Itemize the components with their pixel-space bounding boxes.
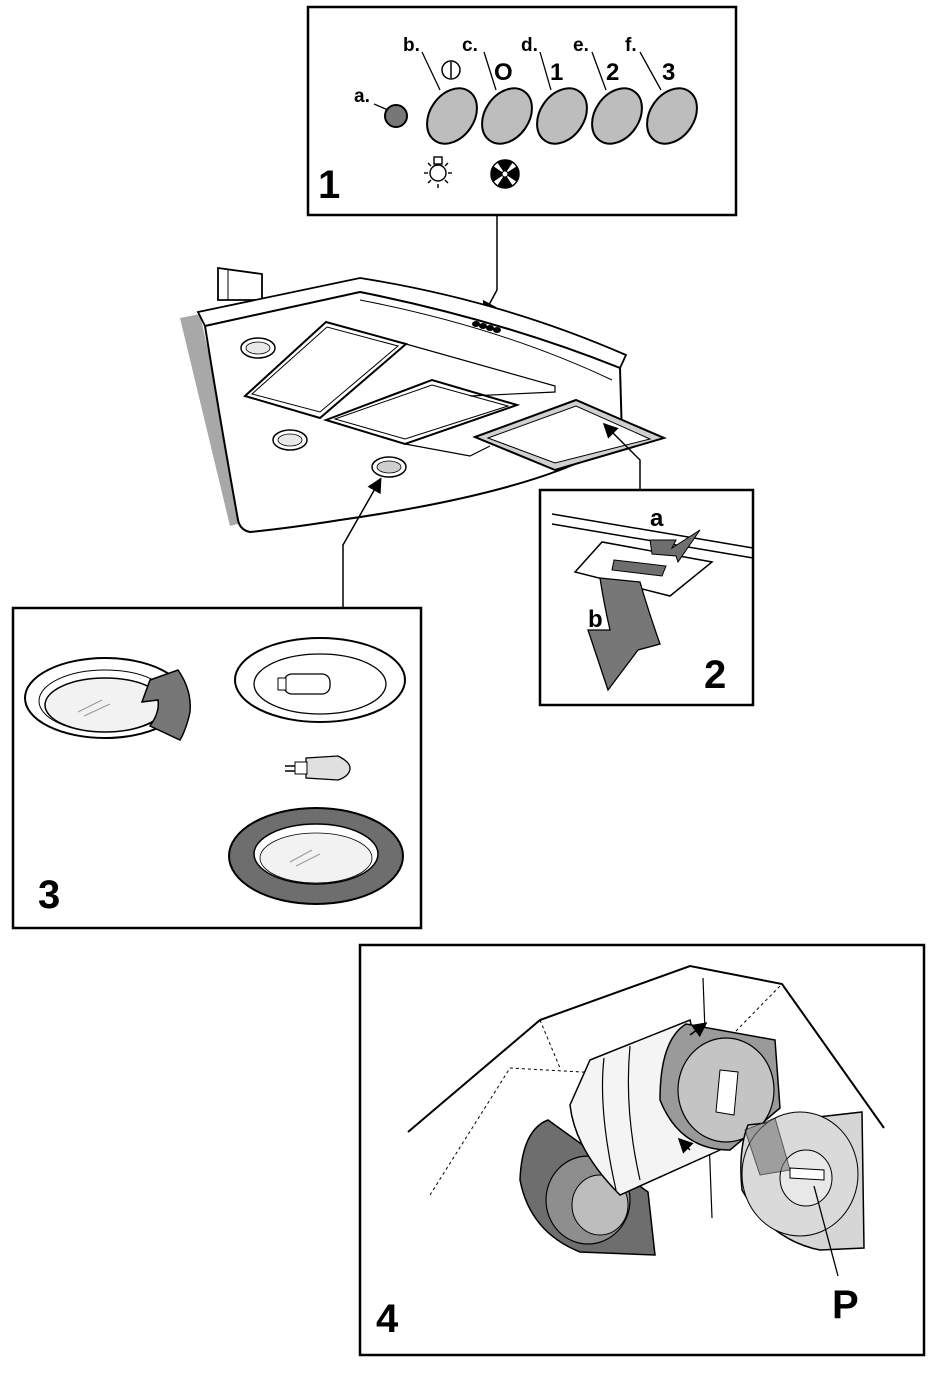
panel-4-number: 4: [376, 1297, 399, 1341]
label-panel-4-p: P: [832, 1283, 859, 1327]
label-b: b.: [403, 35, 420, 56]
label-f: f.: [625, 35, 637, 56]
label-d: d.: [521, 35, 538, 56]
label-e: e.: [573, 35, 589, 56]
symbol-speed-3: 3: [662, 59, 675, 86]
panel-1-control-buttons: a. b. c. d. e. f. O 1 2 3: [308, 7, 736, 215]
indicator-light: [385, 105, 407, 127]
label-a: a.: [354, 86, 370, 107]
lamp-glass-ring: [229, 808, 403, 904]
label-c: c.: [462, 35, 478, 56]
label-panel-2-b: b: [588, 606, 603, 633]
panel-2-number: 2: [704, 653, 726, 697]
symbol-speed-1: 1: [550, 59, 563, 86]
fan-icon: [490, 159, 519, 188]
lamp-holder: [235, 638, 405, 722]
panel-3-lamp-replacement: 3: [13, 608, 421, 928]
symbol-speed-2: 2: [606, 59, 619, 86]
panel-2-filter-removal: a b 2: [540, 490, 753, 705]
symbol-off: O: [494, 59, 513, 86]
panel-4-charcoal-filter: P 4: [360, 945, 924, 1355]
panel-3-number: 3: [38, 873, 60, 917]
panel-1-number: 1: [318, 163, 340, 207]
label-panel-2-a: a: [650, 505, 664, 532]
